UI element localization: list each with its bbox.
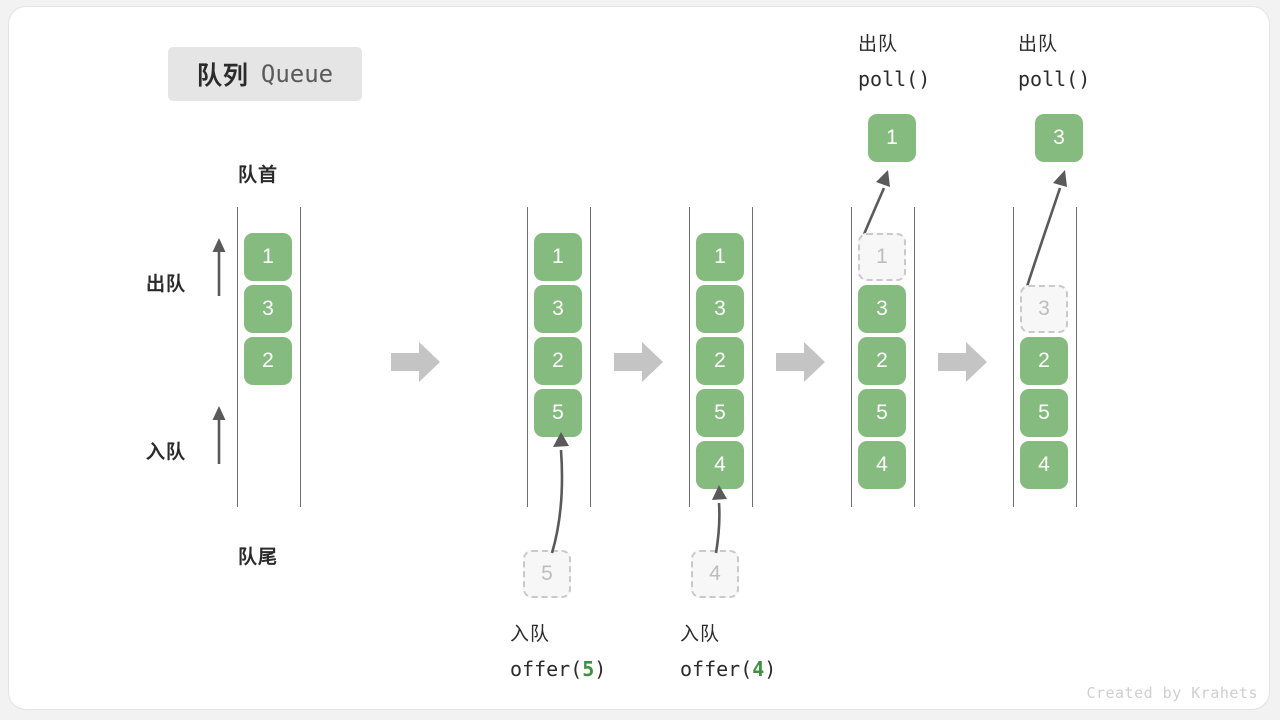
queue-slot: 4 <box>1020 441 1068 489</box>
queue-column-after-offer-4: 1 3 2 5 4 <box>689 207 753 507</box>
queue-slot: 1 <box>534 233 582 281</box>
operation-label-cn: 出队 <box>858 34 899 55</box>
queue-slot: 5 <box>858 389 906 437</box>
queue-slot: 3 <box>244 285 292 333</box>
queue-slot: 2 <box>696 337 744 385</box>
code-argument: 4 <box>752 657 765 681</box>
operation-code: poll() <box>858 62 930 96</box>
queue-column-after-poll-3: 3 2 5 4 <box>1013 207 1077 507</box>
queue-slot: 3 <box>696 285 744 333</box>
operation-caption-poll-1: 出队 poll() <box>858 28 930 96</box>
rail-right <box>1076 207 1077 507</box>
label-enqueue: 入队 <box>146 442 187 463</box>
queue-slot: 1 <box>244 233 292 281</box>
rail-left <box>851 207 852 507</box>
dequeue-output-token: 1 <box>868 114 916 162</box>
queue-slot-removed: 1 <box>858 233 906 281</box>
code-prefix: poll( <box>858 67 919 91</box>
step-arrow-icon <box>391 342 440 382</box>
queue-slot: 4 <box>858 441 906 489</box>
queue-slot: 2 <box>858 337 906 385</box>
enqueue-input-token: 5 <box>523 550 571 598</box>
operation-caption-offer-5: 入队 offer(5) <box>510 618 606 686</box>
step-arrow-icon <box>938 342 987 382</box>
step-arrow-icon <box>776 342 825 382</box>
queue-slot: 2 <box>534 337 582 385</box>
rail-left <box>237 207 238 507</box>
title-cn: 队列 <box>196 62 249 90</box>
queue-slot-removed: 3 <box>1020 285 1068 333</box>
code-suffix: ) <box>764 657 777 681</box>
operation-label-cn: 出队 <box>1018 34 1059 55</box>
queue-column-after-offer-5: 1 3 2 5 <box>527 207 591 507</box>
code-suffix: ) <box>918 67 931 91</box>
code-argument: 5 <box>582 657 595 681</box>
diagram-title-badge: 队列 Queue <box>168 47 362 101</box>
operation-code: poll() <box>1018 62 1090 96</box>
queue-slot: 5 <box>1020 389 1068 437</box>
operation-caption-offer-4: 入队 offer(4) <box>680 618 776 686</box>
queue-slot: 5 <box>534 389 582 437</box>
rail-left <box>689 207 690 507</box>
credit-text: Created by Krahets <box>1086 684 1258 702</box>
label-dequeue: 出队 <box>146 274 187 295</box>
operation-code: offer(4) <box>680 652 776 686</box>
rail-left <box>527 207 528 507</box>
queue-slot: 2 <box>244 337 292 385</box>
code-suffix: ) <box>594 657 607 681</box>
label-queue-tail: 队尾 <box>238 547 279 568</box>
queue-slot: 5 <box>696 389 744 437</box>
enqueue-input-token: 4 <box>691 550 739 598</box>
rail-left <box>1013 207 1014 507</box>
rail-right <box>590 207 591 507</box>
enqueue-direction-arrow-icon <box>212 406 226 464</box>
rail-right <box>914 207 915 507</box>
queue-slot: 1 <box>696 233 744 281</box>
operation-label-cn: 入队 <box>510 624 551 645</box>
queue-slot: 3 <box>534 285 582 333</box>
dequeue-direction-arrow-icon <box>212 238 226 296</box>
rail-right <box>752 207 753 507</box>
operation-label-cn: 入队 <box>680 624 721 645</box>
queue-slot: 4 <box>696 441 744 489</box>
code-suffix: ) <box>1078 67 1091 91</box>
queue-column-after-poll-1: 1 3 2 5 4 <box>851 207 915 507</box>
dequeue-output-token: 3 <box>1035 114 1083 162</box>
operation-caption-poll-3: 出队 poll() <box>1018 28 1090 96</box>
queue-slot: 3 <box>858 285 906 333</box>
step-arrow-icon <box>614 342 663 382</box>
code-prefix: offer( <box>510 657 583 681</box>
code-prefix: poll( <box>1018 67 1079 91</box>
operation-code: offer(5) <box>510 652 606 686</box>
rail-right <box>300 207 301 507</box>
title-en: Queue <box>260 60 334 88</box>
label-queue-head: 队首 <box>238 165 279 186</box>
queue-slot: 2 <box>1020 337 1068 385</box>
code-prefix: offer( <box>680 657 753 681</box>
queue-column-initial: 1 3 2 <box>237 207 301 507</box>
